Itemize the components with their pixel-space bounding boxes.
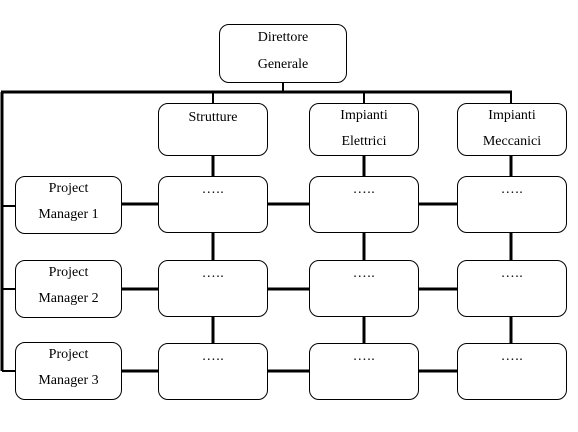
matrix-cell-placeholder: ….. [201, 266, 225, 281]
project-manager-label-line1: Project [48, 265, 89, 280]
matrix-cell-pm2-strutture: ….. [158, 260, 268, 317]
matrix-cell-placeholder: ….. [201, 349, 225, 364]
matrix-cell-pm1-meccanici: ….. [457, 176, 567, 233]
department-label-line2: Meccanici [482, 134, 542, 149]
matrix-cell-placeholder: ….. [352, 349, 376, 364]
department-box-strutture: Strutture [158, 103, 268, 156]
project-manager-label-line2: Manager 1 [38, 207, 99, 222]
project-manager-label-line2: Manager 3 [38, 373, 99, 388]
project-manager-box-2: Project Manager 2 [15, 260, 122, 318]
project-manager-box-1: Project Manager 1 [15, 176, 122, 234]
matrix-cell-pm2-meccanici: ….. [457, 260, 567, 317]
director-title-line2: Generale [257, 57, 309, 72]
matrix-cell-placeholder: ….. [500, 182, 524, 197]
matrix-cell-pm3-meccanici: ….. [457, 343, 567, 400]
matrix-cell-placeholder: ….. [500, 266, 524, 281]
director-box: Direttore Generale [219, 24, 347, 83]
matrix-cell-pm1-elettrici: ….. [309, 176, 419, 233]
department-label: Strutture [188, 110, 238, 125]
director-title-line1: Direttore [257, 30, 309, 45]
matrix-cell-pm3-elettrici: ….. [309, 343, 419, 400]
matrix-cell-pm3-strutture: ….. [158, 343, 268, 400]
department-box-impianti-meccanici: Impianti Meccanici [457, 103, 567, 156]
matrix-cell-placeholder: ….. [352, 266, 376, 281]
matrix-cell-placeholder: ….. [352, 182, 376, 197]
department-label-line1: Impianti [340, 108, 388, 123]
project-manager-label-line1: Project [48, 181, 89, 196]
project-manager-label-line2: Manager 2 [38, 291, 99, 306]
department-label-line1: Impianti [488, 108, 536, 123]
matrix-cell-pm2-elettrici: ….. [309, 260, 419, 317]
matrix-cell-placeholder: ….. [201, 182, 225, 197]
project-manager-label-line1: Project [48, 347, 89, 362]
project-manager-box-3: Project Manager 3 [15, 342, 122, 400]
matrix-cell-placeholder: ….. [500, 349, 524, 364]
matrix-cell-pm1-strutture: ….. [158, 176, 268, 233]
department-box-impianti-elettrici: Impianti Elettrici [309, 103, 419, 156]
department-label-line2: Elettrici [341, 134, 387, 149]
